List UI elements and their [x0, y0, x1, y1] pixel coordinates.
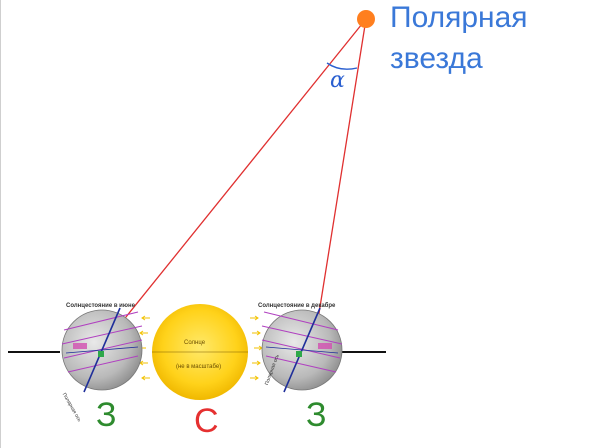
polaris-label-line2: звезда [390, 42, 483, 75]
polaris-star [357, 10, 375, 28]
earth-june-globe [61, 307, 143, 393]
earth-june-caption: Солнцестояние в июне [66, 303, 135, 309]
polaris-label-line1: Полярная [390, 1, 528, 34]
sun-name: Солнце [184, 340, 206, 346]
earth-december-letter: З [306, 396, 327, 434]
sight-line-june [100, 18, 367, 349]
sun-scale-note: (не в масштабе) [176, 364, 222, 370]
sun-letter: С [194, 402, 219, 440]
angle-symbol: α [330, 68, 345, 93]
sight-line-december [315, 18, 367, 333]
earth-june-letter: З [96, 396, 117, 434]
frame-border [0, 0, 1, 448]
earth-december-globe [261, 307, 343, 393]
earth-december-caption: Солнцестояние в декабре [258, 303, 336, 309]
sun-rays-right [250, 315, 263, 381]
angle-arc [326, 62, 358, 70]
